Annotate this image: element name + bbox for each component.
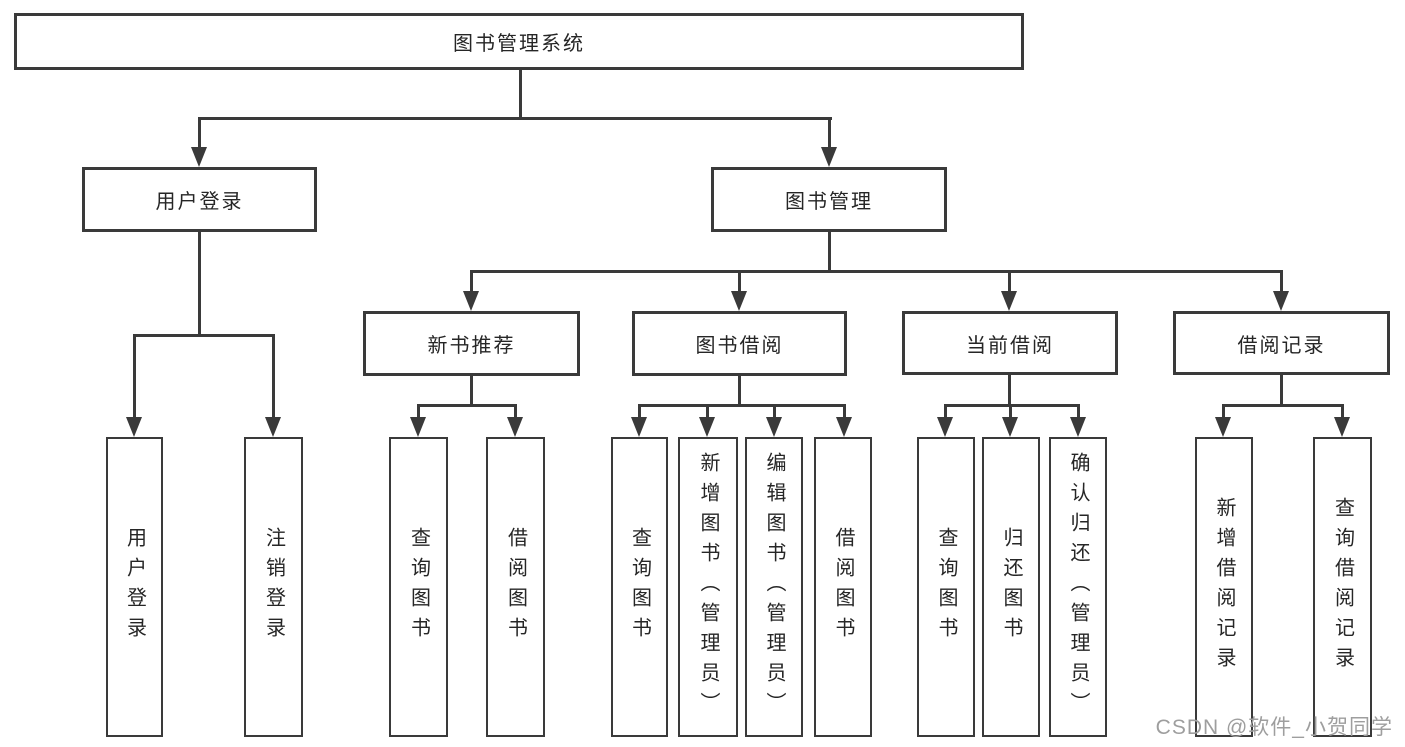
leaf-newbooks-query: 查询图书	[389, 437, 448, 737]
leaf-records-query-label: 查询借阅记录	[1331, 497, 1354, 677]
node-root: 图书管理系统	[14, 13, 1024, 70]
connector-line	[1280, 375, 1283, 407]
arrow-down-icon	[631, 417, 647, 437]
connector-line	[706, 404, 709, 420]
connector-line	[198, 117, 201, 150]
connector-line	[470, 270, 473, 295]
arrow-down-icon	[507, 417, 523, 437]
connector-line	[828, 232, 831, 273]
connector-line	[738, 376, 741, 407]
leaf-borrow-query: 查询图书	[611, 437, 668, 737]
leaf-records-add: 新增借阅记录	[1195, 437, 1253, 737]
leaf-current-return: 归还图书	[982, 437, 1040, 737]
arrow-down-icon	[126, 417, 142, 437]
connector-line	[1222, 404, 1225, 420]
node-book-borrow-label: 图书借阅	[695, 335, 784, 357]
arrow-down-icon	[766, 417, 782, 437]
leaf-logout: 注销登录	[244, 437, 303, 737]
connector-line	[133, 334, 136, 418]
leaf-records-query: 查询借阅记录	[1313, 437, 1372, 737]
arrow-down-icon	[937, 417, 953, 437]
connector-line	[1280, 270, 1283, 295]
connector-line	[944, 404, 947, 420]
connector-line	[1009, 404, 1012, 420]
leaf-current-confirm-admin-label: 确认归还（管理员）	[1067, 452, 1089, 722]
leaf-current-return-label: 归还图书	[1000, 527, 1022, 647]
arrow-down-icon	[191, 147, 207, 167]
arrow-down-icon	[410, 417, 426, 437]
leaf-borrow-add-admin: 新增图书（管理员）	[678, 437, 738, 737]
connector-line	[198, 232, 201, 337]
connector-line	[514, 404, 517, 420]
connector-line	[417, 404, 420, 420]
leaf-newbooks-borrow: 借阅图书	[486, 437, 545, 737]
connector-line	[417, 404, 517, 407]
leaf-borrow-edit-admin-label: 编辑图书（管理员）	[763, 452, 785, 722]
arrow-down-icon	[836, 417, 852, 437]
connector-line	[828, 117, 831, 150]
leaf-borrow-book: 借阅图书	[814, 437, 872, 737]
leaf-current-query: 查询图书	[917, 437, 975, 737]
arrow-down-icon	[1001, 291, 1017, 311]
connector-line	[1341, 404, 1344, 420]
leaf-user-login: 用户登录	[106, 437, 163, 737]
connector-line	[773, 404, 776, 420]
leaf-records-add-label: 新增借阅记录	[1213, 497, 1235, 677]
node-current-borrow: 当前借阅	[902, 311, 1118, 375]
connector-line	[470, 376, 473, 407]
leaf-current-confirm-admin: 确认归还（管理员）	[1049, 437, 1107, 737]
leaf-newbooks-borrow-label: 借阅图书	[504, 527, 527, 647]
node-borrow-records-label: 借阅记录	[1237, 334, 1326, 357]
arrow-down-icon	[463, 291, 479, 311]
node-current-borrow-label: 当前借阅	[966, 334, 1054, 357]
node-book-borrow: 图书借阅	[632, 311, 847, 376]
connector-line	[1222, 404, 1344, 407]
leaf-user-login-label: 用户登录	[123, 527, 146, 647]
node-user-login-label: 用户登录	[155, 191, 244, 213]
leaf-logout-label: 注销登录	[262, 527, 285, 647]
leaf-current-query-label: 查询图书	[935, 527, 957, 647]
arrow-down-icon	[1002, 417, 1018, 437]
node-book-mgmt: 图书管理	[711, 167, 947, 232]
connector-line	[738, 270, 741, 295]
connector-line	[1008, 375, 1011, 407]
node-new-books: 新书推荐	[363, 311, 580, 376]
node-root-label: 图书管理系统	[453, 33, 585, 55]
leaf-borrow-add-admin-label: 新增图书（管理员）	[697, 452, 719, 722]
connector-line	[638, 404, 641, 420]
node-book-mgmt-label: 图书管理	[785, 191, 873, 213]
csdn-watermark: CSDN @软件_小贺同学	[1155, 716, 1393, 739]
node-user-login: 用户登录	[82, 167, 317, 232]
connector-line	[198, 117, 832, 120]
arrow-down-icon	[731, 291, 747, 311]
leaf-borrow-query-label: 查询图书	[628, 527, 651, 647]
arrow-down-icon	[1334, 417, 1350, 437]
arrow-down-icon	[699, 417, 715, 437]
connector-line	[843, 404, 846, 420]
connector-line	[1008, 270, 1011, 295]
node-borrow-records: 借阅记录	[1173, 311, 1390, 375]
connector-line	[519, 68, 522, 120]
leaf-borrow-edit-admin: 编辑图书（管理员）	[745, 437, 803, 737]
leaf-borrow-book-label: 借阅图书	[832, 527, 854, 647]
connector-line	[470, 270, 1283, 273]
connector-line	[638, 404, 846, 407]
connector-line	[133, 334, 275, 337]
node-new-books-label: 新书推荐	[427, 335, 516, 357]
arrow-down-icon	[821, 147, 837, 167]
arrow-down-icon	[1070, 417, 1086, 437]
arrow-down-icon	[1273, 291, 1289, 311]
leaf-newbooks-query-label: 查询图书	[407, 527, 430, 647]
connector-line	[944, 404, 1080, 407]
arrow-down-icon	[1215, 417, 1231, 437]
connector-line	[1077, 404, 1080, 420]
arrow-down-icon	[265, 417, 281, 437]
connector-line	[272, 334, 275, 418]
